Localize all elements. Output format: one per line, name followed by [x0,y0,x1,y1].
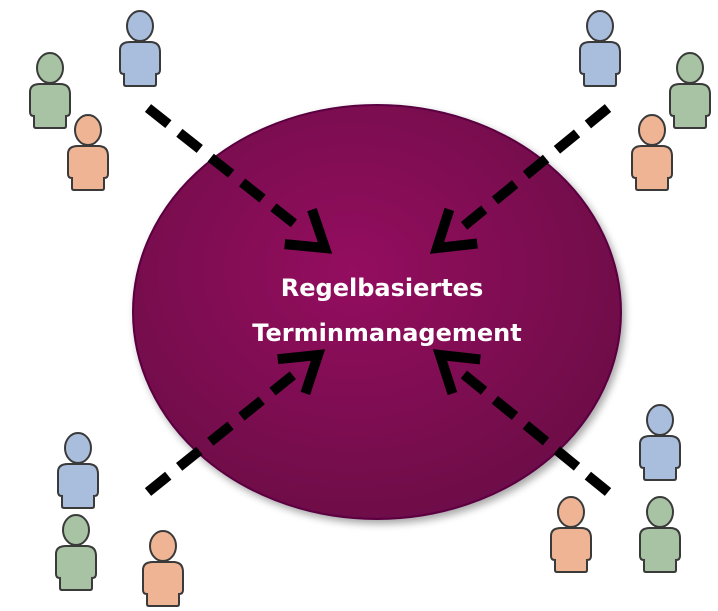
center-ellipse [132,104,622,520]
person-icon-blue [639,404,681,481]
people-group-top-left [29,10,161,191]
person-icon-green [55,514,97,591]
arrow-top-left-head [284,208,333,254]
people-group-top-right [579,10,711,191]
center-label-line1: Regelbasiertes [281,274,483,302]
person-icon-orange [631,114,673,191]
arrows [144,104,612,496]
arrow-top-left [144,104,333,254]
arrow-bottom-left [144,349,326,496]
arrow-top-right [429,104,612,254]
person-icon-orange [67,114,109,191]
person-icon-blue [119,10,161,87]
person-icon-green [639,496,681,573]
arrow-bottom-right [432,349,612,496]
arrow-bottom-right-head [432,349,481,396]
arrow-bottom-right-shaft [458,368,612,496]
person-icon-green [29,52,71,129]
center-label-line2: Terminmanagement [252,319,521,347]
people-group-bottom-left [55,432,184,607]
person-icon-blue [57,432,99,509]
arrow-bottom-left-head [277,349,326,396]
person-icon-blue [579,10,621,87]
arrow-top-left-shaft [144,104,307,235]
arrow-top-right-head [429,207,478,254]
arrow-top-right-shaft [455,104,612,235]
person-icon-orange [550,496,592,573]
person-icon-green [669,52,711,129]
arrow-bottom-left-shaft [144,368,300,496]
person-icon-orange [142,530,184,607]
